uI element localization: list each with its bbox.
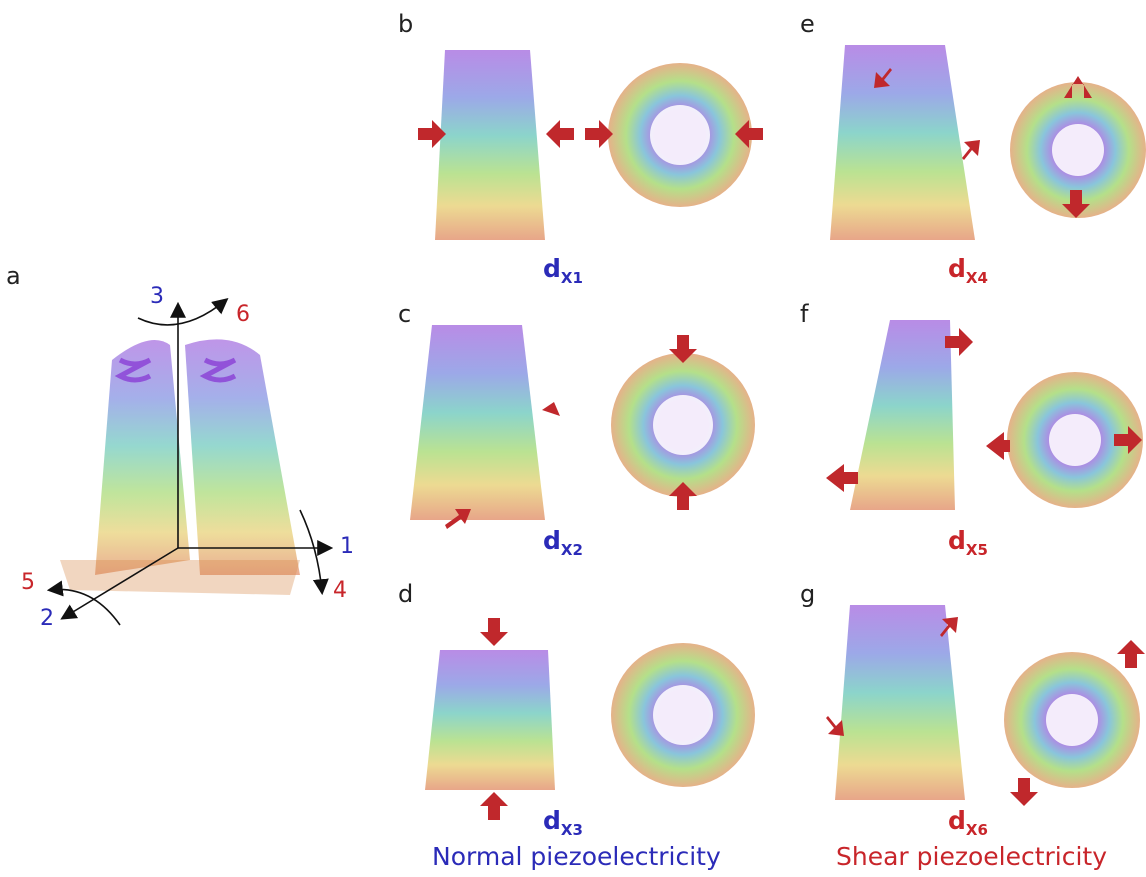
- coefficient-dx5: dX5: [948, 526, 988, 559]
- caption-normal-piezoelectricity: Normal piezoelectricity: [432, 842, 721, 871]
- stress-arrows: [418, 68, 1145, 820]
- panel-f-side-view: [850, 320, 955, 510]
- panel-d-top-view: [611, 643, 755, 787]
- panel-d-side-view: [425, 650, 555, 790]
- panel-label-e: e: [800, 10, 815, 38]
- arrow-b-3: [585, 120, 613, 148]
- arrow-d-1: [480, 618, 508, 646]
- arrow-e-1: [874, 68, 892, 88]
- axis-label-6: 6: [236, 302, 250, 327]
- coefficient-dx1: dX1: [543, 254, 583, 287]
- panel-label-d: d: [398, 580, 414, 608]
- panel-b-side-view: [435, 50, 545, 240]
- arrow-g-2: [826, 716, 844, 736]
- arrow-f-3: [986, 432, 1010, 460]
- arrow-b-2: [546, 120, 574, 148]
- panel-label-b: b: [398, 10, 414, 38]
- panel-e-top-view: [1010, 82, 1146, 218]
- coefficient-dx6: dX6: [948, 806, 988, 839]
- arrow-g-3: [1117, 640, 1145, 668]
- panel-label-f: f: [800, 300, 809, 328]
- arrow-f-4: [1114, 426, 1142, 454]
- arrow-d-2: [480, 792, 508, 820]
- caption-shear-piezoelectricity: Shear piezoelectricity: [836, 842, 1108, 871]
- axis-label-3: 3: [150, 284, 164, 309]
- arrow-e-3: [1064, 76, 1092, 98]
- arrow-c-2: [669, 482, 697, 510]
- panel-a-structure: [60, 339, 300, 595]
- panel-g-top-view: [1004, 652, 1140, 788]
- coefficient-dx2: dX2: [543, 526, 583, 559]
- arrow-c-4: [445, 509, 471, 529]
- arrow-g-4: [1010, 778, 1038, 806]
- panel-f-top-view: [1007, 372, 1143, 508]
- axis-label-1: 1: [340, 534, 354, 559]
- panel-label-g: g: [800, 580, 816, 608]
- axis-label-5: 5: [21, 570, 35, 595]
- panel-e-side-view: [830, 45, 975, 240]
- arrow-c-1: [669, 335, 697, 363]
- panel-c-side-view: [410, 325, 545, 520]
- panel-c-top-view: [611, 353, 755, 497]
- axis-label-4: 4: [333, 578, 347, 603]
- panel-g-side-view: [835, 605, 965, 800]
- coefficient-dx3: dX3: [543, 806, 583, 839]
- arrow-e-2: [962, 140, 980, 160]
- panel-b-top-view: [608, 63, 752, 207]
- arrow-b-1: [418, 120, 446, 148]
- arrow-b-4: [735, 120, 763, 148]
- arrow-f-1: [945, 328, 973, 356]
- panel-a-axes: [46, 297, 334, 626]
- arrow-e-4: [1062, 190, 1090, 218]
- panel-label-c: c: [398, 300, 412, 328]
- coefficient-dx4: dX4: [948, 254, 988, 287]
- arrow-c-3: [542, 402, 560, 416]
- panel-label-a: a: [6, 262, 21, 290]
- arrow-g-1: [940, 617, 958, 637]
- axis-label-2: 2: [40, 606, 54, 631]
- arrow-f-2: [826, 464, 858, 492]
